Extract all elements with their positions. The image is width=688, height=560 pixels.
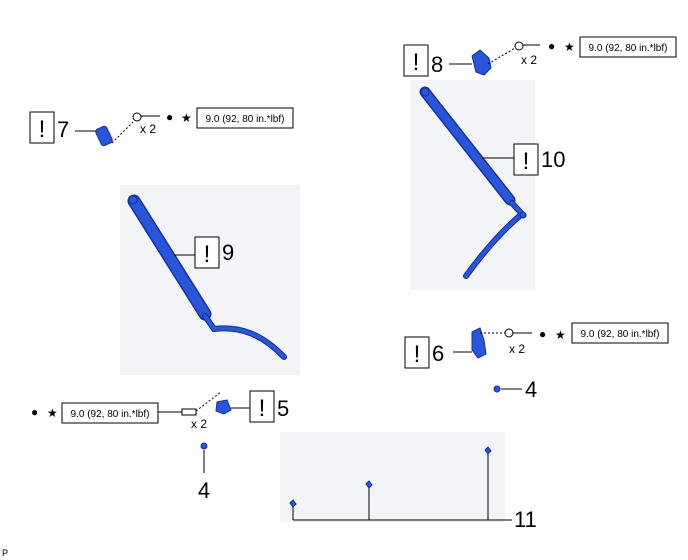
- star-icon: ★: [564, 40, 575, 54]
- callout-4-left: 4: [198, 478, 210, 503]
- bolt-icon: [504, 328, 514, 338]
- caution-mark: !: [259, 395, 266, 422]
- caution-mark: !: [204, 241, 211, 268]
- hose-10-joint: [519, 211, 527, 219]
- quantity-label: x 2: [191, 417, 207, 431]
- fastener-axis: [111, 121, 134, 144]
- caution-mark: !: [413, 49, 420, 76]
- star-icon: ★: [47, 406, 58, 420]
- caution-box: [403, 44, 429, 77]
- strut-9-end: [128, 195, 138, 205]
- part-8-group: ! 8 x 2 ● ★ 9.0 (92, 80 in.*lbf): [403, 36, 677, 77]
- bullet-icon: ●: [31, 405, 38, 419]
- quantity-label: x 2: [521, 53, 537, 67]
- fastener-axis: [195, 391, 222, 412]
- bullet-icon: ●: [166, 110, 173, 124]
- star-icon: ★: [181, 111, 192, 125]
- clip-4-shape: [200, 442, 208, 450]
- torque-spec: 9.0 (92, 80 in.*lbf): [206, 114, 285, 125]
- clip-11-shape: [289, 499, 297, 508]
- part-5-group: ● ★ 9.0 (92, 80 in.*lbf) x 2 ! 5: [31, 390, 289, 431]
- callout-5: 5: [277, 396, 289, 421]
- caution-box: [249, 390, 275, 423]
- bolt-icon: [514, 41, 524, 51]
- clip-11-shape: [484, 446, 492, 455]
- bolt-icon: [132, 112, 142, 122]
- bracket-8-shape: [471, 49, 492, 76]
- callout-10: 10: [541, 147, 565, 172]
- part-10-group: ! 10: [419, 86, 565, 279]
- clip-11-shape: [365, 480, 373, 489]
- torque-box: [579, 36, 677, 58]
- part-shadow: [410, 80, 535, 290]
- bullet-icon: ●: [548, 39, 555, 53]
- part-shadow: [280, 432, 505, 522]
- bracket-5-shape: [215, 399, 232, 415]
- bolt-icon: [181, 408, 197, 416]
- strut-9-body: [129, 196, 210, 319]
- part-11-group: 11: [289, 446, 537, 532]
- callout-4-right: 4: [525, 377, 537, 402]
- torque-spec: 9.0 (92, 80 in.*lbf): [71, 409, 150, 420]
- part-4-left-group: 4: [198, 442, 210, 503]
- caution-box: [29, 111, 55, 144]
- quantity-label: x 2: [509, 342, 525, 356]
- strut-10-end: [420, 87, 430, 97]
- bracket-6-shape: [471, 327, 487, 359]
- torque-spec: 9.0 (92, 80 in.*lbf): [589, 43, 668, 54]
- bullet-icon: ●: [539, 327, 546, 341]
- caution-mark: !: [523, 148, 530, 175]
- part-6-group: ! 6 x 2 ● ★ 9.0 (92, 80 in.*lbf): [404, 322, 669, 369]
- torque-box: [61, 402, 159, 424]
- strut-10-body: [421, 88, 514, 204]
- callout-9: 9: [222, 240, 234, 265]
- corner-label: P: [2, 548, 8, 558]
- clip-4-shape: [493, 385, 501, 393]
- star-icon: ★: [555, 328, 566, 342]
- caution-mark: !: [414, 341, 421, 368]
- quantity-label: x 2: [140, 122, 156, 136]
- callout-6: 6: [432, 341, 444, 366]
- fastener-axis: [487, 47, 516, 65]
- torque-spec: 9.0 (92, 80 in.*lbf): [581, 329, 660, 340]
- caution-mark: !: [39, 116, 46, 143]
- caution-box: [513, 143, 539, 176]
- callout-8: 8: [431, 52, 443, 77]
- bracket-7-shape: [95, 125, 113, 147]
- callout-7: 7: [57, 117, 69, 142]
- hose-9: [203, 314, 286, 359]
- torque-box: [196, 107, 294, 129]
- part-7-group: ! 7 x 2 ● ★ 9.0 (92, 80 in.*lbf): [29, 107, 294, 147]
- caution-box: [194, 236, 220, 269]
- part-4-right-group: 4: [493, 377, 537, 402]
- callout-11: 11: [514, 507, 537, 532]
- caution-box: [404, 336, 430, 369]
- torque-box: [571, 322, 669, 344]
- part-9-group: ! 9: [127, 194, 287, 360]
